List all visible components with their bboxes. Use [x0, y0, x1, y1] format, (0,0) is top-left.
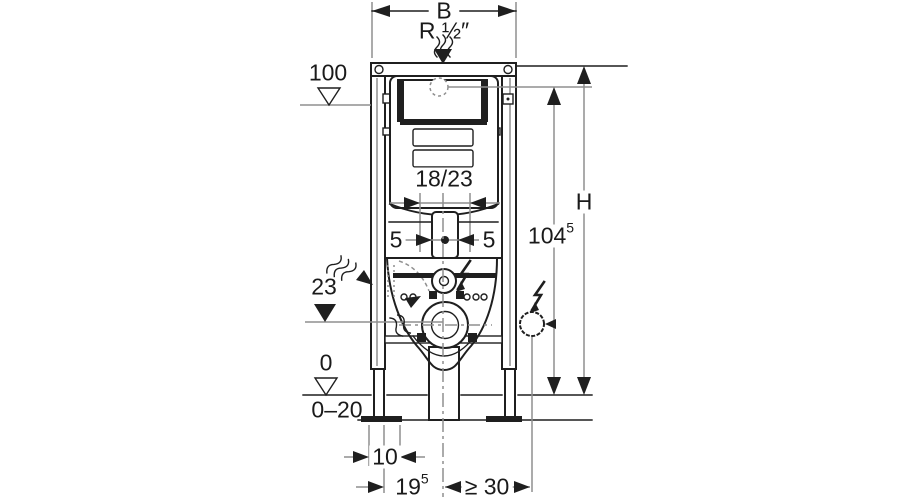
frame-height-label: 1045 [524, 221, 578, 248]
socket-position-dashed-circle-icon [519, 311, 556, 492]
outlet-offset-label: 195 [392, 472, 432, 499]
socket-distance-label: ≥ 30 [461, 475, 513, 499]
adjust-left-label: 5 [386, 228, 406, 252]
level-marker-100 [300, 87, 371, 107]
water-connection-dashed-circle-icon [429, 77, 449, 97]
power-bolt-inner-icon [456, 259, 472, 292]
dim-frame-width [371, 2, 517, 58]
level-marker-0 [313, 377, 339, 397]
adjust-right-label: 5 [479, 228, 499, 252]
concealed-cistern [388, 75, 500, 216]
water-supply-squiggle-arrow-icon [433, 34, 454, 64]
dim-socket-distance [445, 481, 530, 493]
floor-level-label: 0 [319, 349, 333, 376]
insulation-squiggle-arrow-inner-icon [389, 296, 421, 337]
water-supply-label: R ½″ [418, 17, 470, 44]
drain-pipe [428, 346, 460, 421]
level-100-label: 100 [308, 59, 348, 86]
insulation-squiggle-arrow-left-icon [326, 255, 373, 285]
floor-lines [302, 394, 593, 421]
flush-pipe-channel [384, 211, 501, 259]
level-marker-23 [305, 304, 443, 323]
dim-total-height [515, 65, 628, 395]
dim-adjustment [405, 234, 479, 246]
dim-frame-width-label: B [433, 0, 455, 23]
foot-width-label: 10 [369, 445, 401, 469]
total-height-label: H [572, 190, 596, 214]
floor-buildup-label: 0–20 [311, 396, 363, 423]
cistern-dim-label: 18/23 [412, 167, 476, 191]
power-bolt-right-icon [530, 280, 546, 313]
outlet-level-label: 23 [311, 273, 337, 300]
flush-bend-fitting [393, 268, 497, 301]
mounting-frame [361, 62, 522, 422]
outlet-connector [399, 301, 492, 349]
